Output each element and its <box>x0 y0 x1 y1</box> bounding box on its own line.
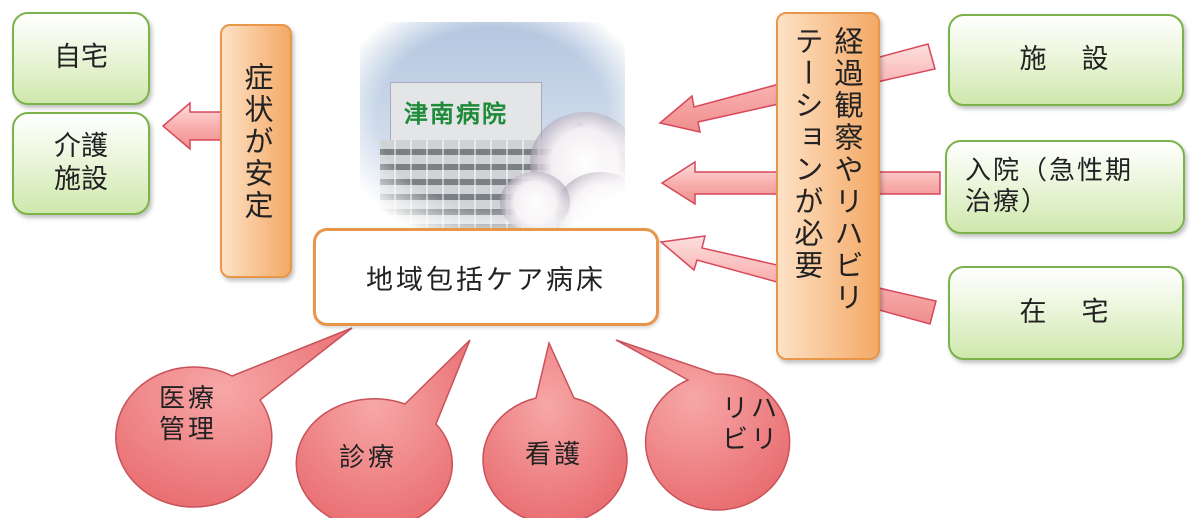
bubble-nursing-label: 看護 <box>524 440 583 470</box>
facility-box: 施 設 <box>948 14 1184 106</box>
bubble-nursing <box>482 340 628 518</box>
care-facility-box-label: 介護 施設 <box>54 131 108 195</box>
observation-rehab-line2: テーションが必要 <box>790 26 824 282</box>
hospital-box: 入院（急性期 治療） <box>945 140 1185 234</box>
symptoms-stable-label: 症状が安定 <box>240 62 274 222</box>
bubble-rehab <box>615 339 791 511</box>
bubble-medical-management <box>115 327 353 508</box>
community-care-ward-label: 地域包括ケア病床 <box>366 264 606 296</box>
bubble-diagnosis-label: 診療 <box>338 443 397 473</box>
care-facility-box: 介護 施設 <box>12 112 150 215</box>
bubble-rehab-label: リハ ビリ <box>721 394 780 456</box>
home-box: 自宅 <box>12 12 150 105</box>
bubble-diagnosis <box>295 339 471 518</box>
symptoms-stable-box: 症状が安定 <box>220 24 292 278</box>
home-box-label: 自宅 <box>54 42 108 74</box>
observation-rehab-line1: 経過観察やリハビリ <box>830 26 864 314</box>
community-care-ward-box: 地域包括ケア病床 <box>313 228 659 326</box>
home-care-box-label: 在 宅 <box>1019 296 1113 328</box>
home-care-box: 在 宅 <box>948 266 1184 360</box>
hospital-box-label: 入院（急性期 治療） <box>965 155 1134 217</box>
hospital-photo: 津南病院 <box>360 22 625 234</box>
facility-box-label: 施 設 <box>1019 43 1113 75</box>
bubble-medical-management-label: 医療 管理 <box>158 384 217 446</box>
observation-rehab-box: テーションが必要 経過観察やリハビリ <box>776 12 880 360</box>
hospital-sign: 津南病院 <box>404 100 508 128</box>
